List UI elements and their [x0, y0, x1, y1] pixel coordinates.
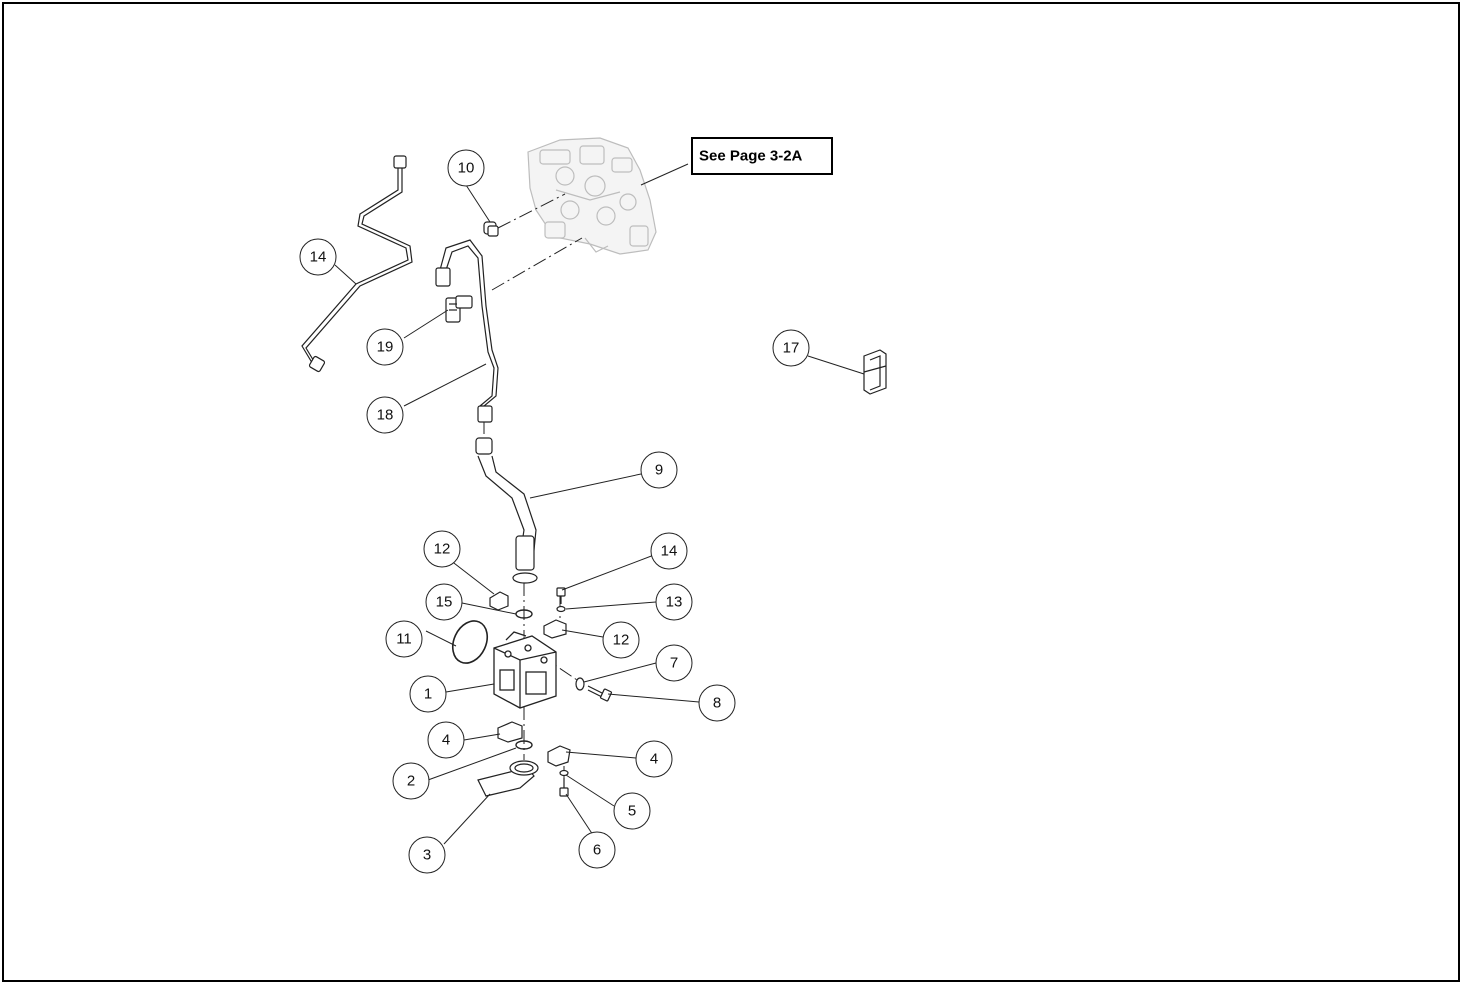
part-4-flange-b — [547, 745, 571, 767]
callout-17: 17 — [772, 329, 810, 367]
callout-7: 7 — [655, 644, 693, 682]
callout-12-lower-label: 12 — [613, 632, 630, 649]
callout-12-lower: 12 — [602, 621, 640, 659]
part-4-flange-a — [497, 721, 523, 743]
callout-3-label: 3 — [423, 847, 431, 864]
reference-note-text: See Page 3-2A — [699, 148, 803, 165]
callout-9: 9 — [640, 451, 678, 489]
callout-2-label: 2 — [407, 773, 415, 790]
callout-8: 8 — [698, 684, 736, 722]
callout-13: 13 — [655, 583, 693, 621]
part-11-oring — [451, 620, 489, 664]
callout-12-upper-label: 12 — [434, 541, 451, 558]
callout-18: 18 — [366, 396, 404, 434]
callout-6: 6 — [578, 831, 616, 869]
callout-3: 3 — [408, 836, 446, 874]
part-18-tube — [435, 239, 499, 423]
part-14-bolt — [556, 587, 566, 604]
callout-18-label: 18 — [377, 407, 394, 424]
part-13-washer — [556, 605, 566, 613]
callout-5-label: 5 — [628, 803, 636, 820]
callout-14-label: 14 — [661, 543, 678, 560]
part-7-washer — [575, 677, 585, 691]
callout-9-label: 9 — [655, 462, 663, 479]
part-12-flange-b — [543, 619, 567, 639]
callout-4-right-label: 4 — [650, 751, 658, 768]
part-1-pump — [493, 631, 557, 709]
part-6-bolt — [559, 778, 569, 797]
callout-1-label: 1 — [424, 686, 432, 703]
callout-19: 19 — [366, 328, 404, 366]
callout-8-label: 8 — [713, 695, 721, 712]
callout-10-label: 10 — [458, 160, 475, 177]
callout-5: 5 — [613, 792, 651, 830]
callout-17-label: 17 — [783, 340, 800, 357]
valve-block-ghost — [527, 137, 657, 255]
callout-19-label: 19 — [377, 339, 394, 356]
callout-6-label: 6 — [593, 842, 601, 859]
callout-4-left: 4 — [427, 721, 465, 759]
part-10-plug — [483, 221, 499, 237]
part-12-flange-a — [489, 591, 509, 611]
part-17-clip — [863, 349, 887, 395]
callout-15: 15 — [425, 583, 463, 621]
callout-1: 1 — [409, 675, 447, 713]
callout-4-right: 4 — [635, 740, 673, 778]
part-2-seal — [515, 740, 533, 750]
part-16-tube — [301, 155, 413, 373]
part-19-elbow — [445, 295, 473, 323]
callout-2: 2 — [392, 762, 430, 800]
callout-7-label: 7 — [670, 655, 678, 672]
callout-16-label: 14 — [310, 249, 327, 266]
callout-15-label: 15 — [436, 594, 453, 611]
callout-10: 10 — [447, 149, 485, 187]
callout-11-label: 11 — [396, 631, 412, 648]
callout-14: 14 — [650, 532, 688, 570]
part-3-elbow — [477, 760, 539, 797]
part-9-hose — [475, 437, 538, 584]
part-8-bolt — [587, 685, 613, 702]
callout-16: 14 — [299, 238, 337, 276]
callout-13-label: 13 — [666, 594, 683, 611]
callout-12-upper: 12 — [423, 530, 461, 568]
callout-4-left-label: 4 — [442, 732, 450, 749]
leader-lines — [334, 163, 865, 845]
reference-note-box: See Page 3-2A — [691, 137, 833, 175]
callout-11: 11 — [385, 620, 423, 658]
part-5-washer — [559, 769, 569, 777]
reference-note-frame — [691, 137, 833, 175]
